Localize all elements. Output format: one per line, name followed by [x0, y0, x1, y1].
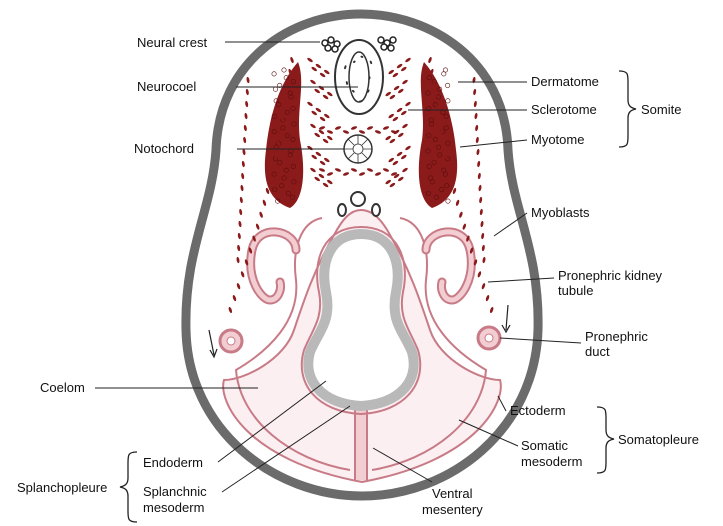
label-myoblasts: Myoblasts [531, 205, 590, 220]
endoderm-gut-tube [308, 234, 413, 406]
label-splanchnic-mesoderm-line2: mesoderm [143, 500, 204, 515]
label-coelom: Coelom [40, 380, 85, 395]
neural-crest-cell [325, 45, 331, 51]
splanchnopleure-brace [120, 452, 137, 522]
label-sclerotome: Sclerotome [531, 102, 597, 117]
dorsal-aorta-left [338, 204, 346, 216]
neural-crest-cell [332, 46, 338, 52]
label-endoderm: Endoderm [143, 455, 203, 470]
label-splanchnic-mesoderm-line1: Splanchnic [143, 484, 207, 499]
neural-tube-dot [352, 90, 354, 92]
neural-tube-dot [362, 56, 364, 58]
label-somatic-mesoderm-line1: Somatic [521, 438, 568, 453]
label-pronephric-kidney-line1: Pronephric kidney [558, 268, 663, 283]
label-notochord: Notochord [134, 141, 194, 156]
neural-tube-dot [367, 91, 369, 93]
ventral-mesentery-fill [356, 410, 366, 480]
label-somite: Somite [641, 102, 681, 117]
neural-tube-dot [370, 62, 372, 64]
label-pronephric-kidney-line2: tubule [558, 283, 593, 298]
label-myotome: Myotome [531, 132, 584, 147]
neural-tube-dot [354, 61, 356, 63]
dorsal-aorta-right [372, 204, 380, 216]
right-pronephric-duct-lumen [485, 334, 493, 342]
label-neural-crest: Neural crest [137, 35, 207, 50]
neural-tube-dot [359, 101, 361, 103]
label-ventral-line1: Ventral [432, 486, 473, 501]
neurocoel-lumen [349, 52, 369, 102]
label-pronephric-duct-line1: Pronephric [585, 329, 648, 344]
neural-crest-cell [381, 44, 387, 50]
somite-brace [619, 71, 636, 147]
neural-crest-cell [328, 37, 334, 43]
label-somatic-mesoderm-line2: mesoderm [521, 454, 582, 469]
somatopleure-brace [597, 407, 614, 473]
dorsal-aorta-center [351, 192, 365, 206]
label-dermatome: Dermatome [531, 74, 599, 89]
label-splanchnopleure: Splanchopleure [17, 480, 107, 495]
neural-crest-cell [390, 37, 396, 43]
neural-crest-cell [388, 45, 394, 51]
neural-tube-dot [346, 81, 348, 83]
label-somatopleure: Somatopleure [618, 432, 699, 447]
neural-crest-cell [378, 37, 384, 43]
neural-tube-dot [345, 65, 347, 67]
label-ventral-line2: mesentery [422, 502, 483, 517]
neural-tube-dot [368, 78, 370, 80]
label-neurocoel: Neurocoel [137, 79, 196, 94]
left-pronephric-duct-lumen [227, 337, 235, 345]
label-pronephric-duct-line2: duct [585, 344, 610, 359]
label-ectoderm: Ectoderm [510, 403, 566, 418]
